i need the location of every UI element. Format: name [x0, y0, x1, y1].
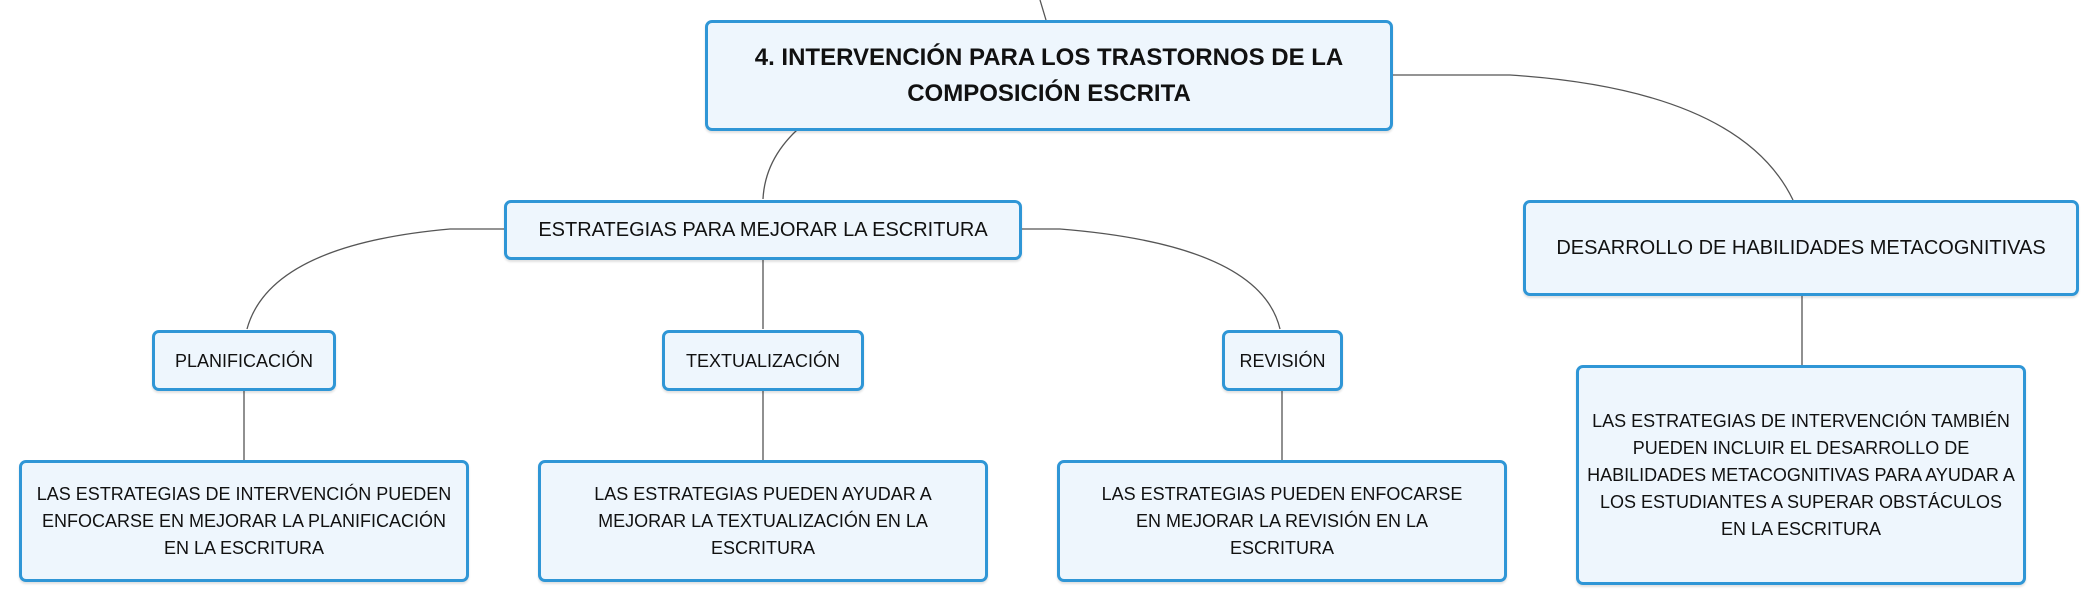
- textualizacion-detail-text: LAS ESTRATEGIAS PUEDEN AYUDAR A MEJORAR …: [594, 483, 932, 558]
- desarrollo-detail-node[interactable]: LAS ESTRATEGIAS DE INTERVENCIÓN TAMBIÉN …: [1576, 365, 2026, 585]
- root-topic-node[interactable]: 4. INTERVENCIÓN PARA LOS TRASTORNOS DE L…: [705, 20, 1393, 131]
- planificacion-node[interactable]: PLANIFICACIÓN: [152, 330, 336, 391]
- desarrollo-node[interactable]: DESARROLLO DE HABILIDADES METACOGNITIVAS: [1523, 200, 2079, 296]
- planificacion-detail-node[interactable]: LAS ESTRATEGIAS DE INTERVENCIÓN PUEDEN E…: [19, 460, 469, 582]
- planificacion-detail-text: LAS ESTRATEGIAS DE INTERVENCIÓN PUEDEN E…: [36, 483, 452, 558]
- desarrollo-label: DESARROLLO DE HABILIDADES METACOGNITIVAS: [1556, 237, 2046, 259]
- revision-detail-node[interactable]: LAS ESTRATEGIAS PUEDEN ENFOCARSE EN MEJO…: [1057, 460, 1507, 582]
- connector-estrategias-revision: [1022, 228, 1281, 330]
- estrategias-node[interactable]: ESTRATEGIAS PARA MEJORAR LA ESCRITURA: [504, 200, 1022, 260]
- estrategias-label: ESTRATEGIAS PARA MEJORAR LA ESCRITURA: [538, 219, 988, 241]
- connector-estrategias-planificacion: [246, 228, 504, 330]
- textualizacion-detail-node[interactable]: LAS ESTRATEGIAS PUEDEN AYUDAR A MEJORAR …: [538, 460, 988, 582]
- connector-root-estrategias: [762, 129, 798, 200]
- planificacion-label: PLANIFICACIÓN: [174, 350, 314, 371]
- textualizacion-label: TEXTUALIZACIÓN: [685, 350, 841, 371]
- connector-root-desarrollo: [1392, 74, 1794, 201]
- textualizacion-node[interactable]: TEXTUALIZACIÓN: [662, 330, 864, 391]
- desarrollo-detail-text: LAS ESTRATEGIAS DE INTERVENCIÓN TAMBIÉN …: [1587, 410, 2015, 539]
- revision-detail-text: LAS ESTRATEGIAS PUEDEN ENFOCARSE EN MEJO…: [1101, 483, 1463, 558]
- root-topic-label: 4. INTERVENCIÓN PARA LOS TRASTORNOS DE L…: [754, 43, 1344, 107]
- revision-node[interactable]: REVISIÓN: [1222, 330, 1343, 391]
- revision-label: REVISIÓN: [1239, 350, 1326, 371]
- connector-root-parent: [1039, 0, 1047, 21]
